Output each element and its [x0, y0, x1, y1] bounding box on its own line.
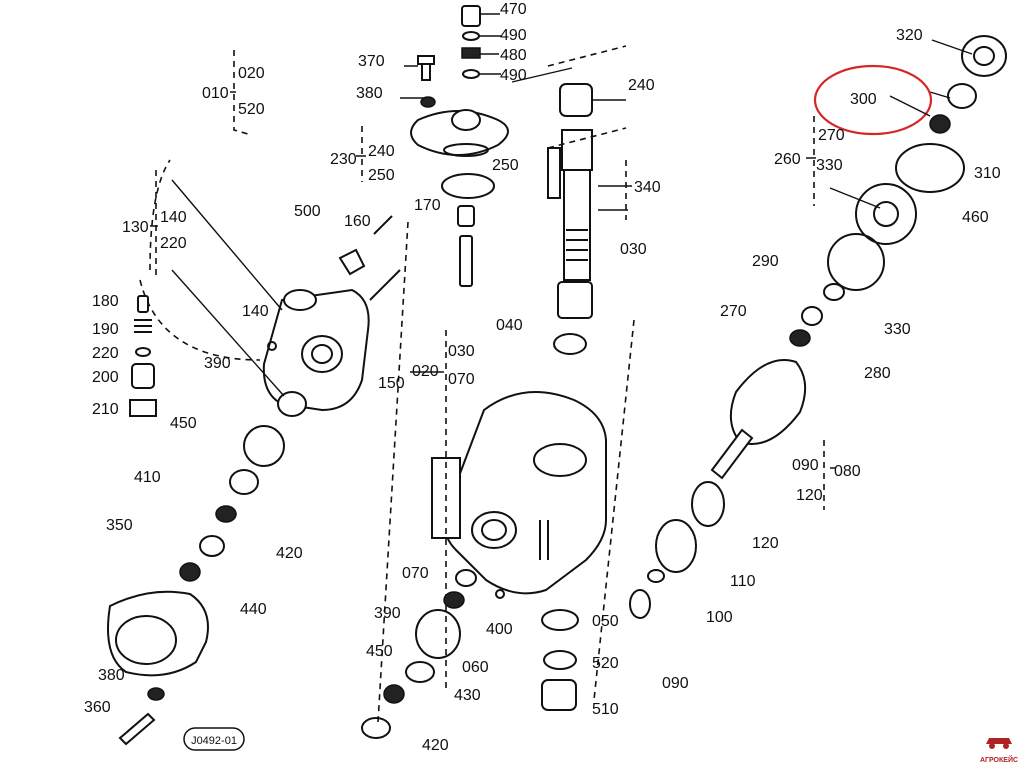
label-180: 180 [92, 293, 119, 310]
label-110: 110 [730, 573, 756, 590]
label-100: 100 [706, 609, 733, 626]
label-210: 210 [92, 401, 119, 418]
label-220a: 220 [160, 235, 187, 252]
label-270a: 270 [818, 127, 845, 144]
label-170: 170 [414, 197, 441, 214]
label-080: 080 [834, 463, 861, 480]
label-410: 410 [134, 469, 161, 486]
label-120b: 120 [752, 535, 779, 552]
label-240b: 240 [368, 143, 395, 160]
label-260: 260 [774, 151, 801, 168]
label-390a: 390 [204, 355, 231, 372]
right-parts [629, 35, 1007, 619]
label-290: 290 [752, 253, 779, 270]
label-010: 010 [202, 85, 229, 102]
label-520b: 520 [592, 655, 619, 672]
label-520a: 520 [238, 101, 265, 118]
label-040: 040 [496, 317, 523, 334]
label-280: 280 [864, 365, 891, 382]
label-440: 440 [240, 601, 267, 618]
center-shaft [547, 45, 632, 355]
center-housing [431, 319, 635, 701]
label-420a: 420 [276, 545, 303, 562]
label-470: 470 [500, 1, 527, 18]
label-430: 430 [454, 687, 481, 704]
label-380b: 380 [98, 667, 125, 684]
top-fittings [400, 5, 573, 287]
label-200: 200 [92, 369, 119, 386]
label-370: 370 [358, 53, 385, 70]
label-390b: 390 [374, 605, 401, 622]
label-500: 500 [294, 203, 321, 220]
watermark-text: АГРОКЕЙС [980, 755, 1018, 764]
label-330b: 330 [884, 321, 911, 338]
label-380a: 380 [356, 85, 383, 102]
drawing-stamp: J0492-01 [183, 727, 245, 751]
group-brackets [150, 50, 836, 469]
label-450b: 450 [366, 643, 393, 660]
label-140a: 140 [160, 209, 187, 226]
label-220b: 220 [92, 345, 119, 362]
label-070a: 070 [448, 371, 475, 388]
brand-watermark: АГРОКЕЙС [980, 738, 1018, 764]
label-120a: 120 [796, 487, 823, 504]
label-030a: 030 [620, 241, 647, 258]
label-340: 340 [634, 179, 661, 196]
label-130: 130 [122, 219, 149, 236]
label-250a: 250 [368, 167, 395, 184]
highlight-ellipse [813, 64, 933, 136]
label-360: 360 [84, 699, 111, 716]
label-230: 230 [330, 151, 357, 168]
label-030b: 030 [448, 343, 475, 360]
label-490b: 490 [500, 67, 527, 84]
label-160: 160 [344, 213, 371, 230]
label-400: 400 [486, 621, 513, 638]
label-490a: 490 [500, 27, 527, 44]
label-480: 480 [500, 47, 527, 64]
label-060: 060 [462, 659, 489, 676]
drawing-code: J0492-01 [191, 735, 237, 747]
label-270b: 270 [720, 303, 747, 320]
label-450a: 450 [170, 415, 197, 432]
label-020a: 020 [238, 65, 265, 82]
label-250b: 250 [492, 157, 519, 174]
label-320: 320 [896, 27, 923, 44]
label-240a: 240 [628, 77, 655, 94]
lower-center-parts [361, 569, 579, 739]
left-small-parts [129, 295, 285, 582]
label-090a: 090 [792, 457, 819, 474]
label-350: 350 [106, 517, 133, 534]
label-510: 510 [592, 701, 619, 718]
label-460: 460 [962, 209, 989, 226]
label-420b: 420 [422, 737, 449, 754]
label-300: 300 [850, 91, 877, 108]
label-140b: 140 [242, 303, 269, 320]
label-050: 050 [592, 613, 619, 630]
left-cover-plate [107, 590, 209, 746]
label-310: 310 [974, 165, 1001, 182]
label-190: 190 [92, 321, 119, 338]
part-labels: 470 490 480 490 370 380 240 230 240 250 … [84, 1, 1001, 754]
left-housing [139, 159, 409, 723]
label-090b: 090 [662, 675, 689, 692]
label-070b: 070 [402, 565, 429, 582]
label-150: 150 [378, 375, 405, 392]
label-330a: 330 [816, 157, 843, 174]
